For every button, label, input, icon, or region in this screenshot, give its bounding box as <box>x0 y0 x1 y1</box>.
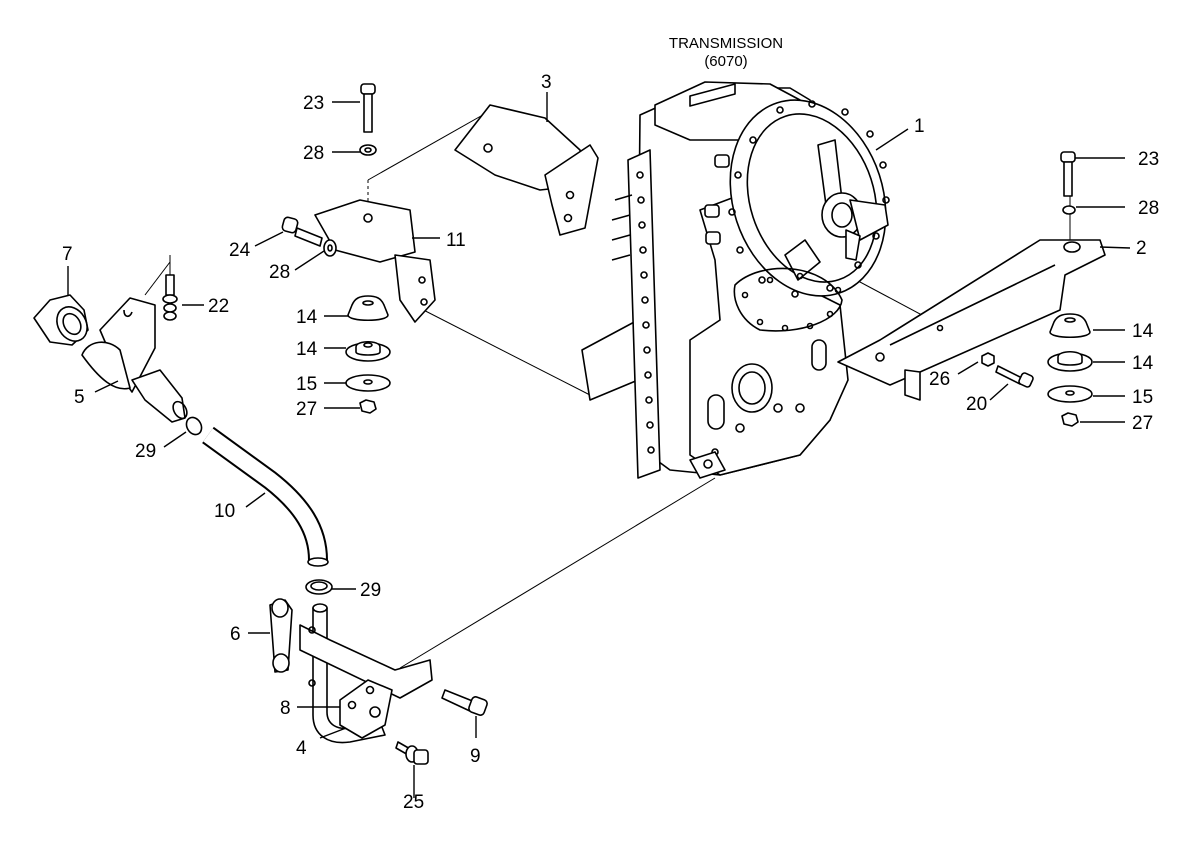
callout-14-right-lower: 14 <box>1132 353 1154 374</box>
callout-5: 5 <box>74 387 85 408</box>
bolt-9 <box>441 689 488 716</box>
callout-3: 3 <box>541 72 552 93</box>
callout-15-right: 15 <box>1132 387 1153 408</box>
bolt-25 <box>395 741 429 765</box>
bracket-lower <box>299 624 433 699</box>
callout-23-right: 23 <box>1138 149 1159 170</box>
callout-28-left: 28 <box>303 143 324 164</box>
rubber-mount-14-left-upper <box>347 295 389 322</box>
callout-1: 1 <box>914 116 925 137</box>
housing-bolts <box>636 171 655 454</box>
clamp-29-lower <box>305 579 333 595</box>
washer-15-left <box>345 374 391 392</box>
bracket-2 <box>837 239 1106 401</box>
bracket-11 <box>314 199 436 323</box>
rubber-mount-14-right-lower <box>1047 350 1093 372</box>
lower-bolt-ring <box>733 267 843 332</box>
callout-22: 22 <box>208 296 229 317</box>
callout-labels: 1 2 3 4 5 6 7 8 9 10 11 14 14 14 14 15 1… <box>62 72 1159 813</box>
washer-15-right <box>1047 385 1093 403</box>
flange-bolts <box>728 100 890 298</box>
callout-14-left-upper: 14 <box>296 307 318 328</box>
callout-8: 8 <box>280 698 291 719</box>
callout-14-left-lower: 14 <box>296 339 318 360</box>
callout-11: 11 <box>446 230 466 251</box>
rubber-mount-14-right-upper <box>1049 313 1091 339</box>
callout-28-right: 28 <box>1138 198 1159 219</box>
callout-10: 10 <box>214 501 235 522</box>
washer-28-left <box>359 144 377 156</box>
callout-7: 7 <box>62 244 73 265</box>
clip-6 <box>269 598 293 673</box>
washer-28-right <box>1062 205 1076 215</box>
callout-28-middle: 28 <box>269 262 290 283</box>
callout-29-lower: 29 <box>360 580 381 601</box>
callout-4: 4 <box>296 738 307 759</box>
nut-26 <box>981 352 995 367</box>
callout-25: 25 <box>403 792 424 813</box>
callout-9: 9 <box>470 746 481 767</box>
bracket-3 <box>454 104 599 236</box>
washer-28-middle <box>323 239 337 257</box>
breather-bracket-5 <box>81 297 188 423</box>
bolt-23-left <box>360 83 376 133</box>
hose-10 <box>202 426 329 567</box>
callout-23-left: 23 <box>303 93 324 114</box>
nut-27-left <box>359 399 377 414</box>
title-line-2: (6070) <box>704 53 747 70</box>
callout-6: 6 <box>230 624 241 645</box>
bolt-20 <box>995 365 1034 388</box>
callout-15-left: 15 <box>296 374 317 395</box>
bolt-22 <box>144 255 178 321</box>
bolt-23-right <box>1060 151 1076 197</box>
title-line-1: TRANSMISSION <box>669 35 783 52</box>
transmission-housing <box>581 81 890 479</box>
rubber-mount-14-left-lower <box>345 340 391 362</box>
clamp-29-upper <box>185 416 203 436</box>
leader-lines <box>67 92 1131 798</box>
callout-24: 24 <box>229 240 251 261</box>
callout-2: 2 <box>1136 238 1147 259</box>
callout-20: 20 <box>966 394 987 415</box>
callout-14-right-upper: 14 <box>1132 321 1154 342</box>
callout-26: 26 <box>929 369 950 390</box>
callout-27-right: 27 <box>1132 413 1153 434</box>
filler-cap-7 <box>33 294 89 346</box>
bolt-24 <box>281 216 323 247</box>
nut-27-right <box>1061 412 1079 427</box>
callout-27-left: 27 <box>296 399 317 420</box>
callout-29-upper: 29 <box>135 441 156 462</box>
flange-8 <box>339 679 393 739</box>
